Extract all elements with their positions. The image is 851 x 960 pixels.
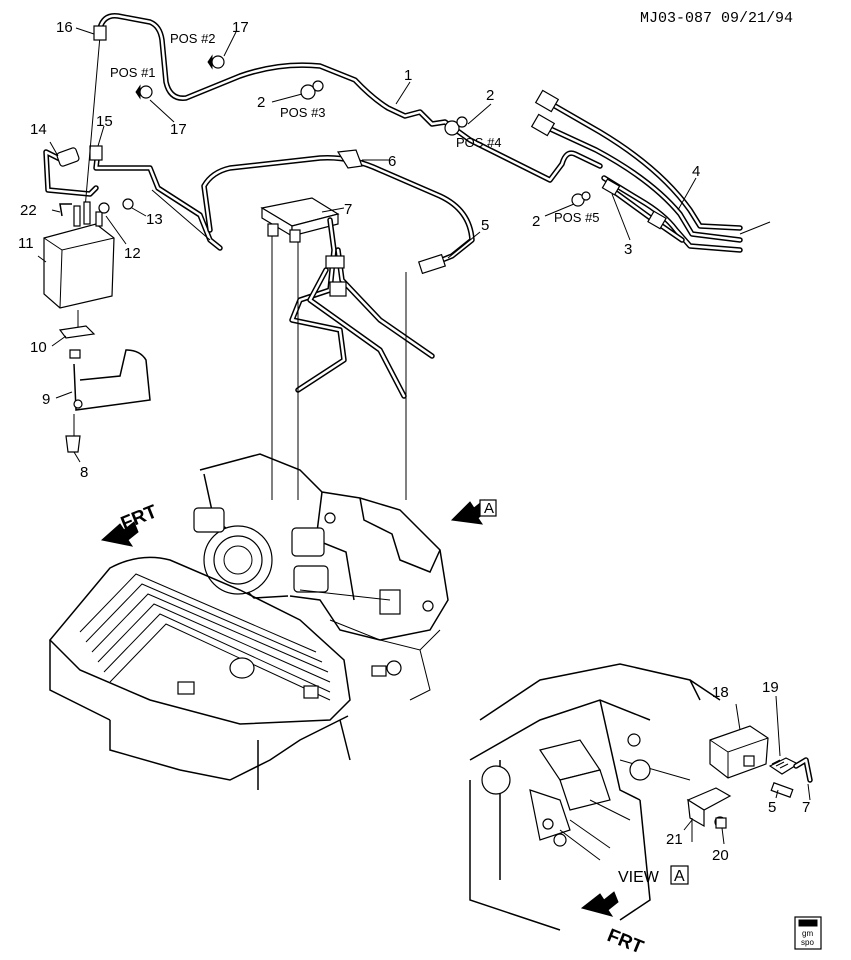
callout-12: 12 <box>124 245 141 262</box>
clip-pos-3 <box>300 80 324 100</box>
canister-assembly <box>43 198 151 453</box>
callout-1: 1 <box>404 67 412 84</box>
view-letter: A <box>674 868 685 885</box>
clip-pos-2 <box>207 54 225 70</box>
callout-10: 10 <box>30 339 47 356</box>
callout-7-view-a: 7 <box>802 799 810 816</box>
callout-17-pos1: 17 <box>170 121 187 138</box>
view-a-arrow: A <box>450 499 497 525</box>
pos-1-label: POS #1 <box>110 65 156 80</box>
callout-5-view-a: 5 <box>768 799 776 816</box>
callout-22: 22 <box>20 202 37 219</box>
logo-spo: spo <box>801 938 814 947</box>
front-label-upper: FRT <box>118 501 160 534</box>
gm-spo-logo: gm spo <box>794 916 822 950</box>
callout-16: 16 <box>56 19 73 36</box>
callout-5: 5 <box>481 217 489 234</box>
callout-11: 11 <box>18 235 34 252</box>
callout-8: 8 <box>80 464 88 481</box>
callout-21: 21 <box>666 831 683 848</box>
callout-18: 18 <box>712 684 729 701</box>
pos-4-label: POS #4 <box>456 135 502 150</box>
engine-valve-cover <box>48 556 441 790</box>
callout-4: 4 <box>692 163 700 180</box>
hose-assembly <box>43 13 771 500</box>
logo-gm: gm <box>802 929 813 938</box>
front-arrow-lower: FRT <box>580 891 647 959</box>
clip-pos-5 <box>571 191 591 207</box>
callout-2-pos3: 2 <box>257 94 265 111</box>
fitting-16 <box>93 25 107 41</box>
callout-20: 20 <box>712 847 729 864</box>
engine-throttle-body <box>193 453 449 641</box>
callout-14: 14 <box>30 121 47 138</box>
callout-13: 13 <box>146 211 163 228</box>
view-a-label: VIEW A <box>618 865 689 886</box>
view-a-detail <box>469 663 813 931</box>
connector-3 <box>601 178 621 196</box>
clip-pos-4 <box>444 116 468 136</box>
callout-15: 15 <box>96 113 113 130</box>
front-arrow-upper: FRT <box>100 501 160 547</box>
callouts: 1 2 2 2 2 3 4 5 5 6 7 7 8 9 10 11 12 13 … <box>18 19 810 864</box>
callout-9: 9 <box>42 391 50 408</box>
callout-2-pos4: 2 <box>486 87 494 104</box>
position-labels: POS #1 POS #2 POS #3 POS #4 POS #5 <box>110 31 600 225</box>
clips <box>93 25 621 207</box>
clip-pos-1 <box>135 84 153 100</box>
callout-3: 3 <box>624 241 632 258</box>
clip-6 <box>336 149 363 169</box>
pos-5-label: POS #5 <box>554 210 600 225</box>
callout-2-pos5: 2 <box>532 213 540 230</box>
callout-6: 6 <box>388 153 396 170</box>
callout-17-pos2: 17 <box>232 19 249 36</box>
pos-3-label: POS #3 <box>280 105 326 120</box>
leader-lines <box>37 27 811 845</box>
callout-19: 19 <box>762 679 779 696</box>
drawing-code: MJ03-087 09/21/94 <box>640 10 793 27</box>
pos-2-label: POS #2 <box>170 31 216 46</box>
view-a-box-letter: A <box>484 500 494 517</box>
view-label: VIEW <box>618 869 660 886</box>
front-label-lower: FRT <box>604 925 646 958</box>
callout-7: 7 <box>344 201 352 218</box>
